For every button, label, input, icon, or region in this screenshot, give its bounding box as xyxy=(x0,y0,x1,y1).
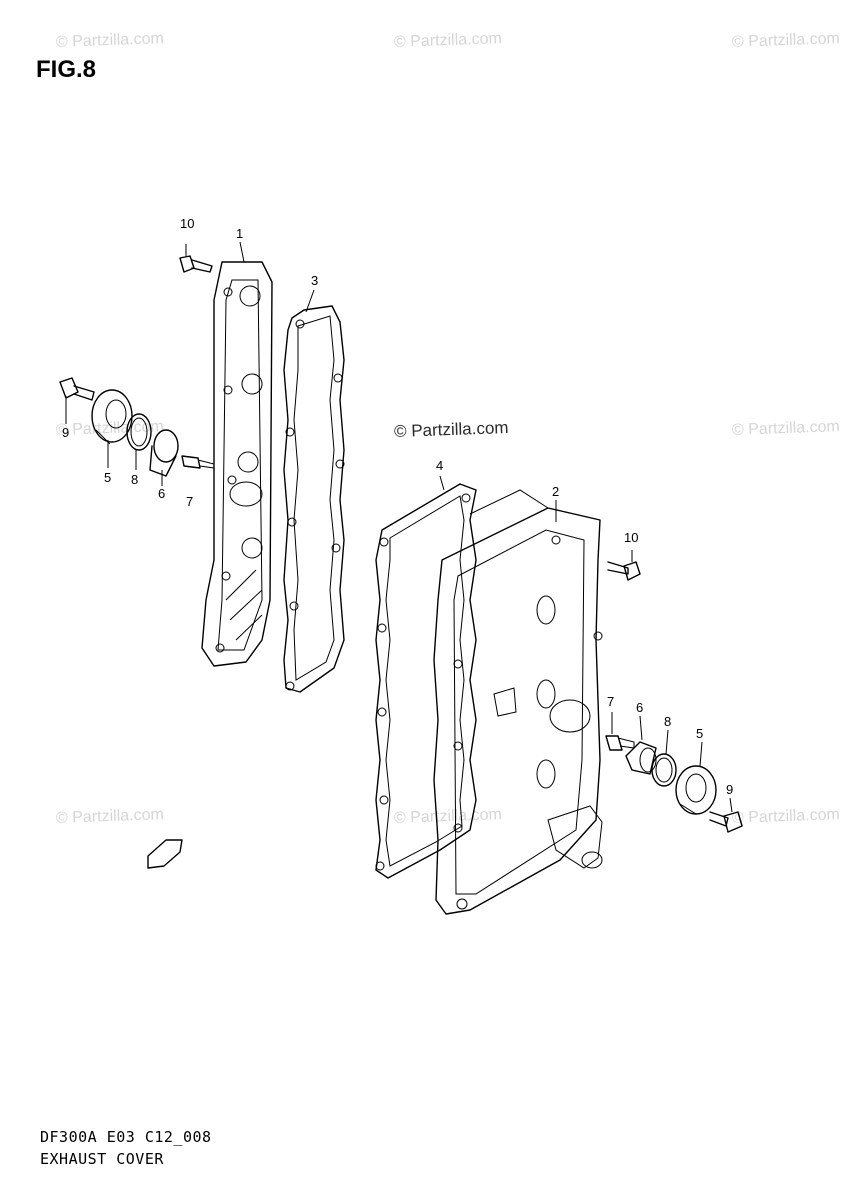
part-10-bolt-left xyxy=(179,255,213,273)
callout-7-right: 7 xyxy=(607,694,615,709)
callout-10-left: 10 xyxy=(180,216,195,231)
part-6-collar-left xyxy=(149,429,179,477)
part-3-gasket-left xyxy=(283,305,345,693)
callout-3: 3 xyxy=(311,273,319,288)
callout-9-right: 9 xyxy=(726,782,734,797)
part-5-cap-left xyxy=(91,389,133,445)
part-7-bolt-right xyxy=(605,735,635,751)
part-4-gasket-right xyxy=(375,483,477,879)
callout-2: 2 xyxy=(552,484,560,499)
part-9-bolt-left xyxy=(59,377,95,401)
callout-1: 1 xyxy=(236,226,244,241)
callout-8-right: 8 xyxy=(664,714,672,729)
callout-9-left: 9 xyxy=(62,425,70,440)
callout-10-right: 10 xyxy=(624,530,639,545)
callout-8-left: 8 xyxy=(131,472,139,487)
fwd-arrow-icon: FWD xyxy=(147,839,183,869)
part-5-cap-right xyxy=(675,765,717,815)
callout-7-left: 7 xyxy=(186,494,194,509)
svg-text:FWD: FWD xyxy=(157,841,177,859)
part-8-oring-left xyxy=(126,413,152,451)
part-8-oring-right xyxy=(651,753,677,787)
part-7-bolt-left xyxy=(181,455,215,469)
leader-lines xyxy=(65,241,733,813)
part-1-exhaust-cover-left xyxy=(201,261,273,667)
figure-label: FIG.8 xyxy=(36,56,97,83)
part-10-bolt-right xyxy=(607,561,641,581)
callout-5-right: 5 xyxy=(696,726,704,741)
callout-6-right: 6 xyxy=(636,700,644,715)
part-9-bolt-right xyxy=(709,811,743,833)
diagram-code: DF300A E03 C12_008 xyxy=(40,1128,212,1146)
part-6-collar-right xyxy=(625,741,657,775)
callout-5-left: 5 xyxy=(104,470,112,485)
callout-6-left: 6 xyxy=(158,486,166,501)
diagram-title: EXHAUST COVER xyxy=(40,1150,164,1168)
part-2-exhaust-cover-right xyxy=(433,489,603,915)
callout-4: 4 xyxy=(436,458,444,473)
